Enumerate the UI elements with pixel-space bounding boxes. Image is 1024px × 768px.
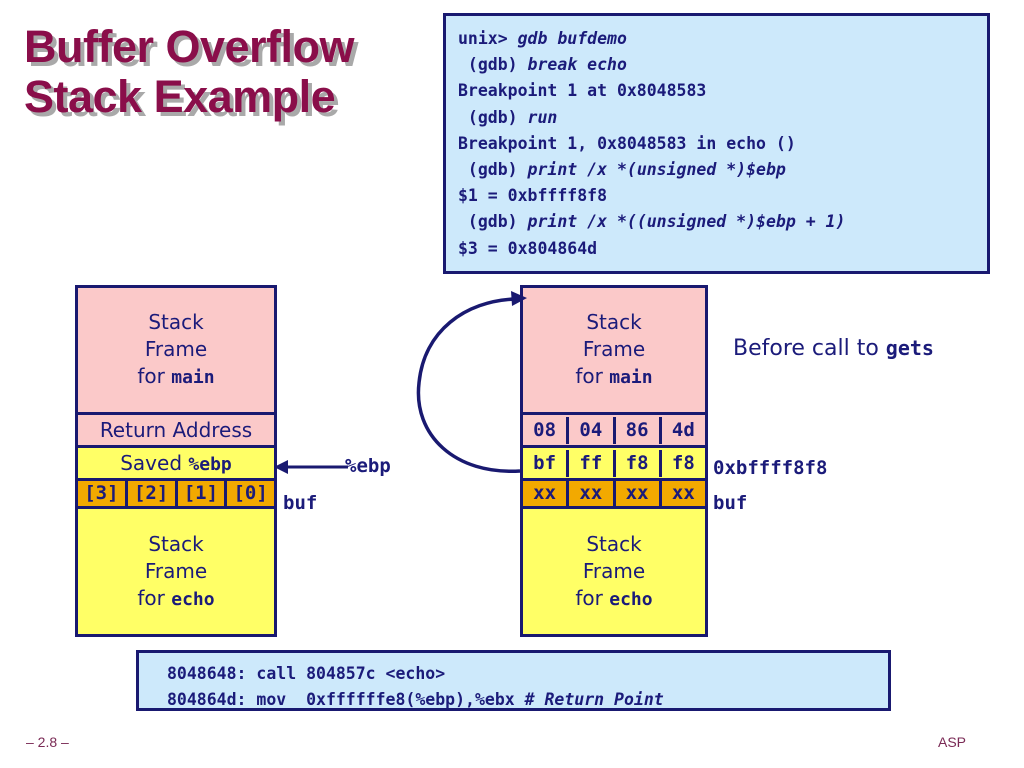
gdb-command: gdb bufdemo [517, 29, 627, 48]
frame-line-3: for echo [575, 585, 652, 613]
saved-ebp-label: Saved %ebp [120, 451, 232, 475]
stack-right-return-address-bytes: 08 04 86 4d [523, 415, 705, 448]
gdb-prompt: (gdb) [458, 107, 528, 127]
gdb-command: print /x *((unsigned *)$ebp + 1) [527, 212, 846, 232]
buf-label-right: buf [713, 492, 748, 514]
frame-line-2: Frame [582, 337, 646, 361]
gdb-prompt: unix> [458, 29, 518, 48]
byte-cell: 08 [523, 416, 570, 444]
page-title: Buffer Overflow Stack Example [24, 21, 355, 122]
byte-cell: ff [569, 449, 616, 477]
byte-cell: bf [523, 449, 570, 477]
frame-line-3: for main [137, 363, 214, 391]
gdb-line: $1 = 0xbffff8f8 [458, 183, 987, 209]
frame-line-1: Stack [148, 310, 204, 334]
gdb-prompt: (gdb) [458, 160, 528, 180]
slide-number: – 2.8 – [26, 734, 69, 750]
frame-for-text: for [137, 364, 172, 388]
assembly-code-box: 8048648: call 804857c <echo> 804864d: mo… [136, 650, 891, 711]
frame-function-name: main [609, 367, 653, 388]
stack-left-return-address: Return Address [78, 415, 274, 448]
gdb-line: (gdb) run [458, 105, 987, 131]
footer-course-label: ASP [937, 734, 966, 750]
stack-diagram-left: Stack Frame for main Return Address Save… [75, 285, 277, 637]
byte-cell: xx [569, 480, 616, 507]
gdb-command: print /x *(unsigned *)$ebp [527, 160, 786, 180]
byte-cell: xx [616, 480, 662, 507]
frame-for-text: for [575, 585, 610, 610]
frame-function-name: echo [609, 588, 653, 610]
gdb-prompt: (gdb) [458, 212, 528, 232]
frame-line-1: Stack [586, 310, 642, 334]
asm-comment: # Return Point [524, 690, 664, 709]
buf-label-left: buf [283, 492, 318, 514]
before-call-text: Before call to [733, 336, 886, 361]
buf-cell: [3] [78, 481, 128, 506]
frame-line-2: Frame [144, 558, 208, 583]
asm-code: 804864d: mov 0xffffffe8(%ebp),%ebx [167, 690, 525, 709]
frame-function-name: echo [171, 588, 215, 610]
gets-function-name: gets [885, 336, 934, 360]
gdb-command: break echo [527, 55, 627, 75]
frame-line-1: Stack [148, 531, 204, 556]
stack-right-saved-ebp-bytes: bf ff f8 f8 [523, 448, 705, 481]
byte-cell: 04 [569, 416, 616, 444]
ebp-register-label: %ebp [345, 455, 391, 477]
byte-cell: xx [671, 482, 695, 504]
stack-left-main-frame: Stack Frame for main [78, 288, 274, 415]
saved-ebp-address-label: 0xbffff8f8 [713, 457, 828, 479]
stack-left-echo-frame: Stack Frame for echo [78, 509, 274, 634]
frame-line-3: for echo [137, 585, 214, 613]
stack-right-main-frame: Stack Frame for main [523, 288, 705, 415]
ebp-pointer-arrow [274, 460, 348, 474]
return-address-label: Return Address [99, 418, 253, 442]
gdb-prompt: (gdb) [458, 55, 528, 75]
before-call-caption: Before call to gets [733, 336, 934, 361]
stack-right-buf-bytes: xx xx xx xx [523, 480, 705, 509]
asm-line: 8048648: call 804857c <echo> [167, 661, 888, 687]
gdb-output: $1 = 0xbffff8f8 [458, 186, 608, 206]
frame-function-name: main [171, 367, 215, 388]
gdb-line: (gdb) break echo [458, 52, 987, 78]
gdb-command: run [527, 107, 558, 127]
byte-cell: f8 [671, 451, 695, 474]
stack-diagram-right: Stack Frame for main 08 04 86 4d bf ff f… [520, 285, 708, 637]
frame-for-text: for [137, 585, 172, 610]
gdb-line: Breakpoint 1, 0x8048583 in echo () [458, 131, 987, 157]
stack-left-saved-ebp: Saved %ebp [78, 448, 274, 481]
asm-code: 8048648: call 804857c <echo> [167, 664, 446, 683]
frame-for-text: for [575, 364, 610, 388]
gdb-line: $3 = 0x804864d [458, 236, 987, 262]
saved-text: Saved [120, 451, 189, 475]
frame-line-1: Stack [586, 531, 642, 556]
saved-ebp-points-to-main-frame-arrow [416, 291, 527, 473]
gdb-line: (gdb) print /x *((unsigned *)$ebp + 1) [458, 209, 987, 235]
byte-cell: 86 [616, 416, 662, 444]
asm-line: 804864d: mov 0xffffffe8(%ebp),%ebx # Ret… [167, 687, 888, 713]
stack-right-echo-frame: Stack Frame for echo [523, 509, 705, 634]
gdb-session-box: unix> gdb bufdemo (gdb) break echo Break… [443, 13, 990, 274]
gdb-output: $3 = 0x804864d [458, 238, 598, 258]
buf-cell: [2] [127, 481, 178, 506]
gdb-output: Breakpoint 1, 0x8048583 in echo () [458, 133, 796, 153]
frame-line-2: Frame [144, 337, 208, 361]
frame-line-3: for main [575, 363, 652, 391]
byte-cell: f8 [616, 449, 662, 477]
stack-left-buf-row: [3] [2] [1] [0] [78, 481, 274, 509]
buf-cell: [1] [177, 481, 228, 506]
gdb-line: (gdb) print /x *(unsigned *)$ebp [458, 157, 987, 183]
gdb-line: Breakpoint 1 at 0x8048583 [458, 78, 987, 104]
ebp-register-name: %ebp [188, 454, 232, 475]
gdb-line: unix> gdb bufdemo [458, 26, 987, 52]
byte-cell: xx [523, 480, 570, 507]
byte-cell: 4d [671, 418, 695, 441]
buf-cell: [0] [227, 481, 274, 506]
frame-line-2: Frame [582, 558, 646, 583]
gdb-output: Breakpoint 1 at 0x8048583 [458, 81, 707, 101]
